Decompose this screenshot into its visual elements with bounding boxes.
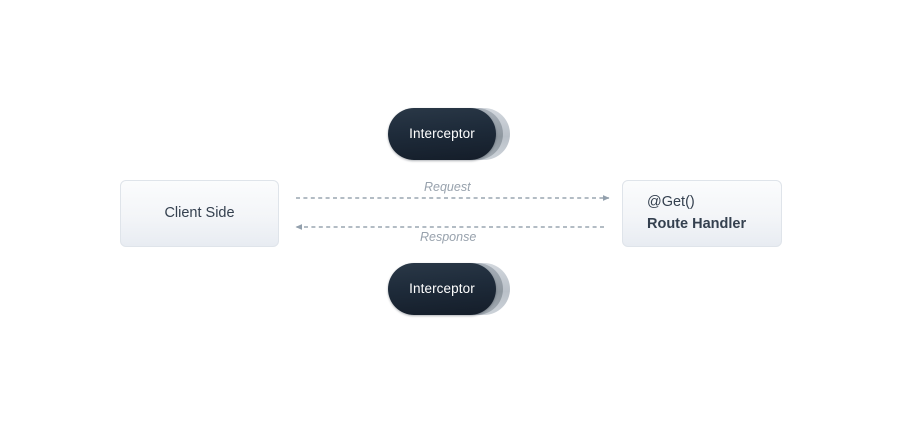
interceptor-bottom: Interceptor	[388, 263, 510, 315]
request-label: Request	[424, 180, 471, 194]
route-handler-decorator: @Get()	[647, 194, 695, 211]
interceptor-bottom-label: Interceptor	[409, 281, 475, 297]
route-handler-box: @Get() Route Handler	[622, 180, 782, 247]
route-handler-label: Route Handler	[647, 215, 747, 232]
interceptor-top-body: Interceptor	[388, 108, 496, 160]
interceptor-bottom-body: Interceptor	[388, 263, 496, 315]
response-label: Response	[420, 230, 477, 244]
client-side-label: Client Side	[164, 204, 235, 221]
client-side-box: Client Side	[120, 180, 279, 247]
interceptor-top-label: Interceptor	[409, 126, 475, 142]
interceptor-top: Interceptor	[388, 108, 510, 160]
